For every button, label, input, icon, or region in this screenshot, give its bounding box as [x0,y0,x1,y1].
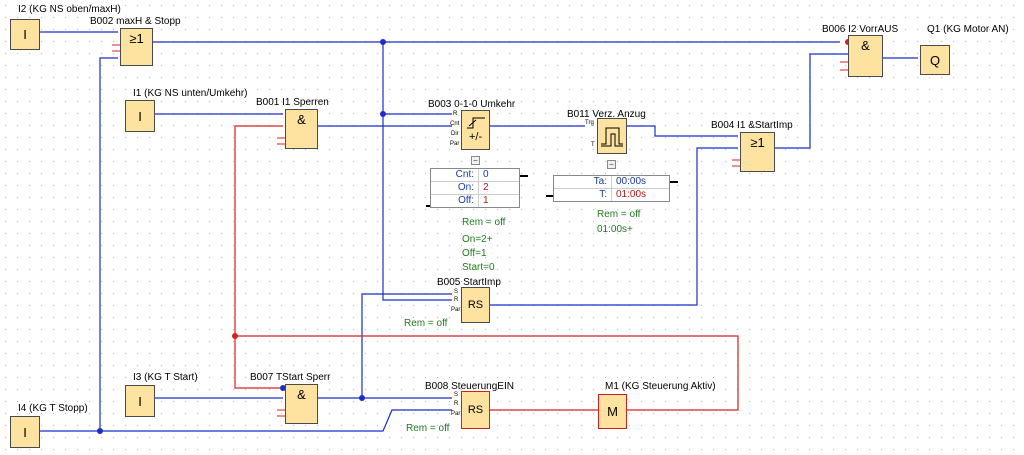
b006-symbol: & [861,38,870,53]
b004-symbol: ≥1 [750,135,765,150]
b011-param-row: T: 01:00s [554,189,669,201]
wire-b007-b005 [361,293,452,398]
input-i4-symbol: I [23,424,27,440]
b011-param-row: Ta: 00:00s [554,176,669,189]
b002-title: B002 maxH & Stopp [90,16,181,27]
param-value: 00:00s [616,176,647,187]
input-i2-block[interactable]: I [10,19,40,50]
wire-bus-b005-r [382,42,452,301]
b003-pin-r: R [453,111,458,117]
b003-note: Off=1 [462,248,487,259]
input-i4-title: I4 (KG T Stopp) [18,403,88,414]
b007-and-block[interactable]: & [285,384,318,424]
b005-title: B005 StartImp [437,277,501,288]
b011-note: 01:00s+ [597,224,633,235]
wire-m1-feedback-b007 [234,125,283,389]
unconnected-pins [112,44,848,417]
b003-param-row: On: 2 [431,182,519,195]
b005-rs-block[interactable]: RS [461,287,490,323]
wire-b011-b004 [627,125,738,137]
b011-collapse-button[interactable]: − [607,160,616,169]
b006-and-block[interactable]: & [848,35,883,77]
b004-title: B004 I1 &StartImp [711,120,793,131]
b006-title: B006 I2 VorrAUS [822,24,899,35]
b003-note: On=2+ [462,234,493,245]
b003-collapse-button[interactable]: − [471,156,480,165]
param-key: Cnt: [431,169,479,181]
blue-wires [40,31,918,432]
b001-and-block[interactable]: & [285,109,318,149]
b003-param-row: Off: 1 [431,195,519,207]
b002-symbol: ≥1 [129,31,144,46]
input-i2-title: I2 (KG NS oben/maxH) [18,4,121,15]
input-i4-block[interactable]: I [10,416,40,448]
b007-title: B007 TStart Sperr [250,372,331,383]
b005-pin-r: R [454,297,459,303]
input-i3-symbol: I [138,393,142,409]
b011-pin-t: T [591,142,595,148]
param-value: 2 [483,182,489,193]
q1-title: Q1 (KG Motor AN) [927,24,1009,35]
b003-note: Rem = off [462,217,506,228]
b008-symbol: RS [467,404,484,416]
q1-symbol: Q [929,52,941,68]
b003-note: Start=0 [462,262,495,273]
b005-pin-s: S [454,289,459,295]
on-delay-icon [601,127,623,147]
b002-or-block[interactable]: ≥1 [120,28,153,66]
wire-i4-b002 [99,57,118,431]
wire-b004-b006 [775,53,848,149]
b003-param-table: Cnt: 0 On: 2 Off: 1 [430,168,520,208]
wire-m1-feedback [235,335,739,411]
input-i1-symbol: I [138,108,142,124]
q1-output-block[interactable]: Q [920,45,950,75]
counter-icon: +/- [466,117,485,143]
b008-title: B008 SteuerungEIN [425,381,514,392]
svg-text:+/-: +/- [469,131,482,143]
red-wires [234,125,739,411]
input-i1-block[interactable]: I [125,100,155,132]
b008-pin-r: R [454,401,459,407]
b011-pin-trg: Trg [585,120,594,126]
b003-title: B003 0-1-0 Umkehr [428,99,516,110]
b003-param-row: Cnt: 0 [431,169,519,182]
param-value: 01:00s [616,189,647,200]
b003-counter-block[interactable]: +/- [461,110,490,150]
param-value: 0 [483,169,489,180]
b007-symbol: & [297,387,306,402]
input-i1-title: I1 (KG NS unten/Umkehr) [133,88,248,99]
param-key: Ta: [554,176,612,188]
b008-rs-block[interactable]: RS [461,391,490,429]
input-i3-title: I3 (KG T Start) [133,372,198,383]
m1-symbol: M [607,404,618,419]
b008-pin-par: Par [451,411,461,417]
b003-pin-cnt: Cnt [450,121,460,127]
input-i3-block[interactable]: I [125,385,155,417]
b011-note: Rem = off [597,209,641,220]
wire-b005-b004 [490,147,738,306]
param-key: On: [431,182,479,194]
b005-pin-par: Par [451,307,461,313]
b011-delay-block[interactable] [597,118,627,154]
param-key: T: [554,189,612,201]
b011-param-table: Ta: 00:00s T: 01:00s [553,175,670,202]
param-key: Off: [431,195,479,207]
b003-pin-par: Par [450,141,460,147]
b008-pin-s: S [454,392,459,398]
b008-remanence: Rem = off [406,423,450,434]
b001-title: B001 I1 Sperren [256,97,329,108]
b004-or-block[interactable]: ≥1 [740,132,775,172]
m1-marker-block[interactable]: M [598,394,627,429]
b005-remanence: Rem = off [404,318,448,329]
b001-symbol: & [297,112,306,127]
param-value: 1 [483,195,489,206]
m1-title: M1 (KG Steuerung Aktiv) [605,381,716,392]
b011-title: B011 Verz. Anzug [567,109,646,120]
wire-i4-b008 [40,409,452,432]
b005-symbol: RS [467,299,484,311]
input-i2-symbol: I [23,27,27,42]
b003-pin-dir: Dir [451,131,459,137]
